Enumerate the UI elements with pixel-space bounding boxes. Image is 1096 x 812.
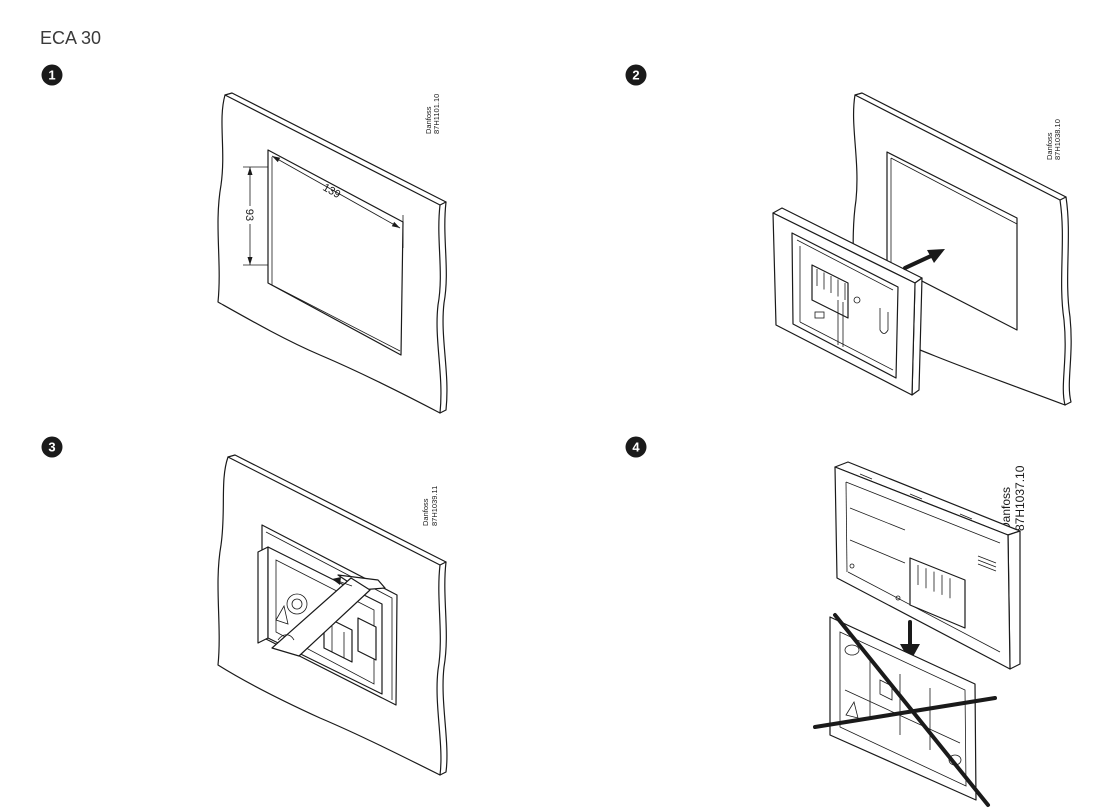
step-marker-1: 1 (41, 64, 63, 86)
step-marker-4: 4 (625, 436, 647, 458)
panel-3-secure-strap: Danfoss 87H1039.11 (217, 454, 448, 776)
figure-code-label: 87H1037.10 (1013, 465, 1027, 531)
frame-round-boss (286, 593, 308, 615)
frame-screw-hole (853, 296, 861, 304)
wall-top-edge (224, 92, 447, 206)
step-marker-circle (625, 64, 647, 86)
frame-inner-floor (799, 321, 894, 371)
wall-bracket-not-used (829, 616, 977, 801)
connector-block (909, 557, 966, 629)
wall-right-edge (439, 561, 448, 776)
width-arrowhead-left (272, 156, 281, 163)
frame-clip-block (323, 615, 353, 663)
unit-screw-hole (895, 595, 901, 601)
height-arrowhead-bottom (247, 257, 253, 265)
unit-vents (977, 555, 997, 572)
wall-top-edge (854, 92, 1067, 201)
width-dimension-line (271, 155, 401, 229)
step-number: 2 (632, 68, 639, 83)
cutout-outline (886, 151, 1018, 331)
figure-brand-label: Danfoss (421, 498, 430, 526)
cross-out-line-2 (813, 696, 997, 729)
figure-code-label: 87H1038.10 (1053, 119, 1062, 160)
unit-screw-hole (849, 563, 855, 569)
page-title: ECA 30 (40, 28, 101, 48)
cutout-inner-top-edge (890, 157, 1018, 225)
frame-marking (814, 311, 825, 319)
strap-band (271, 577, 371, 657)
securing-strap (271, 574, 386, 657)
frame-round-boss-inner (291, 598, 303, 610)
panel-4-mount-controller: Danfoss 87H1037.10 (813, 461, 1027, 807)
controller-unit (834, 461, 1021, 670)
figure-code-label: 87H1101.10 (432, 94, 441, 134)
step-marker-3: 3 (41, 436, 63, 458)
step-marker-circle (41, 64, 63, 86)
bracket-rib (869, 660, 931, 750)
frame-inner-lip (796, 239, 894, 291)
step-number: 3 (48, 440, 55, 455)
figure-brand-label: Danfoss (1045, 132, 1054, 160)
unit-top-ridges (859, 473, 973, 520)
panel-2-insert-frame: Danfoss 87H1038.10 (772, 92, 1072, 406)
connector-pins (816, 269, 846, 300)
wall-right-edge (1064, 196, 1072, 406)
wall-right-edge (439, 201, 448, 414)
connector-block (811, 264, 849, 319)
step-number: 1 (48, 68, 55, 83)
bracket-mounting-hole (844, 644, 860, 656)
height-arrowhead-top (247, 167, 253, 175)
width-arrowhead-right (391, 221, 400, 228)
frame-clip-slot (331, 626, 345, 658)
wall-top-edge (227, 454, 447, 566)
frame-side-face (257, 546, 269, 644)
unit-rim-top (845, 481, 1001, 544)
strap-crease (277, 634, 295, 641)
connector-pins (917, 565, 951, 599)
wall-surface (217, 94, 442, 414)
recess-inner-edge (265, 531, 393, 700)
frame-right-block (357, 617, 377, 661)
step-marker-circle (625, 436, 647, 458)
bracket-cross-rib (844, 689, 961, 744)
figure-brand-label: Danfoss (424, 106, 433, 134)
bracket-triangle-mark (845, 700, 859, 719)
frame-triangle-mark (275, 604, 289, 625)
insert-direction-arrow-shaft (903, 253, 935, 270)
height-label-backdrop (243, 206, 257, 224)
strap-arrow-head (332, 577, 341, 585)
height-dimension-label: 93 (243, 209, 255, 221)
bracket-inner-outline (839, 631, 967, 787)
cutout-outline (267, 149, 404, 356)
mount-direction-arrow-head (900, 644, 920, 662)
unit-rail (849, 507, 906, 564)
frame-clip (879, 308, 889, 334)
step-number: 4 (632, 440, 640, 455)
panel-1-wall-cutout: 139 93 Danfoss 87H1101.10 (217, 92, 448, 414)
figure-code-label: 87H1039.11 (430, 486, 439, 526)
step-marker-2: 2 (625, 64, 647, 86)
insert-direction-arrow-head (927, 249, 945, 263)
figure-brand-label: Danfoss (999, 487, 1013, 531)
unit-rail-bottom (847, 571, 1001, 653)
cutout-inner-bottom-edge (271, 284, 401, 352)
step-marker-circle (41, 436, 63, 458)
frame-post (837, 300, 844, 347)
bracket-outline (829, 616, 977, 801)
mounting-frame (772, 207, 923, 396)
unit-rim-left (845, 481, 848, 573)
